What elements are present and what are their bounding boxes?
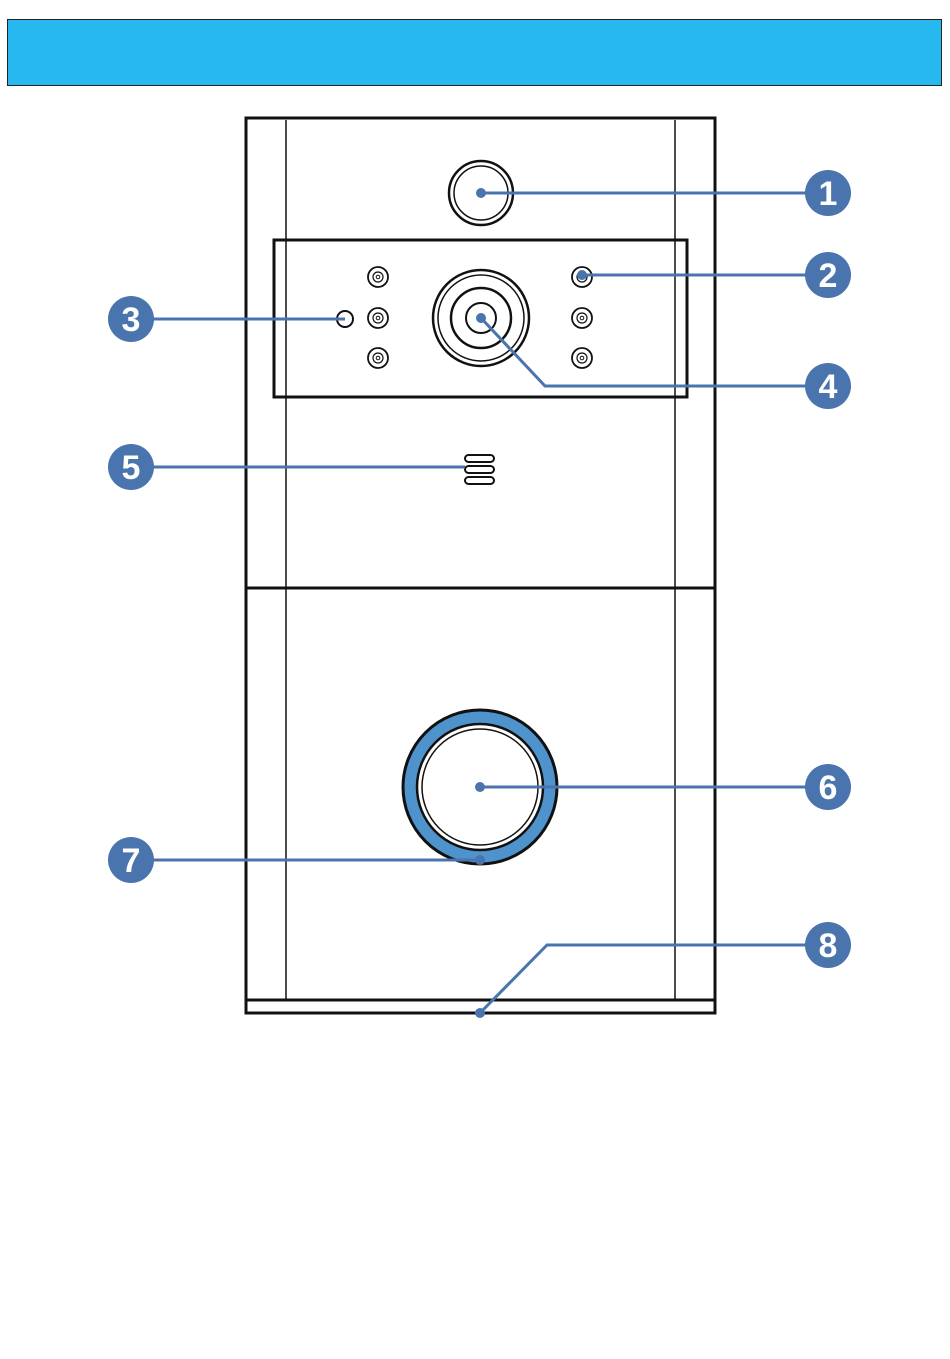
svg-text:5: 5 <box>122 449 141 487</box>
svg-text:2: 2 <box>819 257 838 295</box>
callout-7: 7 <box>108 837 154 883</box>
leader-dots <box>475 188 587 1018</box>
microphone <box>465 455 494 484</box>
doorbell-body <box>246 118 715 1013</box>
svg-text:8: 8 <box>819 927 838 965</box>
callout-6: 6 <box>805 764 851 810</box>
ir-led <box>368 348 388 368</box>
ir-led <box>572 348 592 368</box>
svg-text:3: 3 <box>122 301 141 339</box>
svg-text:6: 6 <box>819 769 838 807</box>
callout-5: 5 <box>108 444 154 490</box>
callout-3: 3 <box>108 296 154 342</box>
ir-led <box>368 267 388 287</box>
callout-2: 2 <box>805 252 851 298</box>
ir-led <box>368 308 388 328</box>
callout-1: 1 <box>805 170 851 216</box>
callout-4: 4 <box>805 363 851 409</box>
svg-text:7: 7 <box>122 842 141 880</box>
svg-text:4: 4 <box>819 368 838 406</box>
callout-8: 8 <box>805 922 851 968</box>
svg-text:1: 1 <box>819 175 838 213</box>
ir-led <box>572 308 592 328</box>
